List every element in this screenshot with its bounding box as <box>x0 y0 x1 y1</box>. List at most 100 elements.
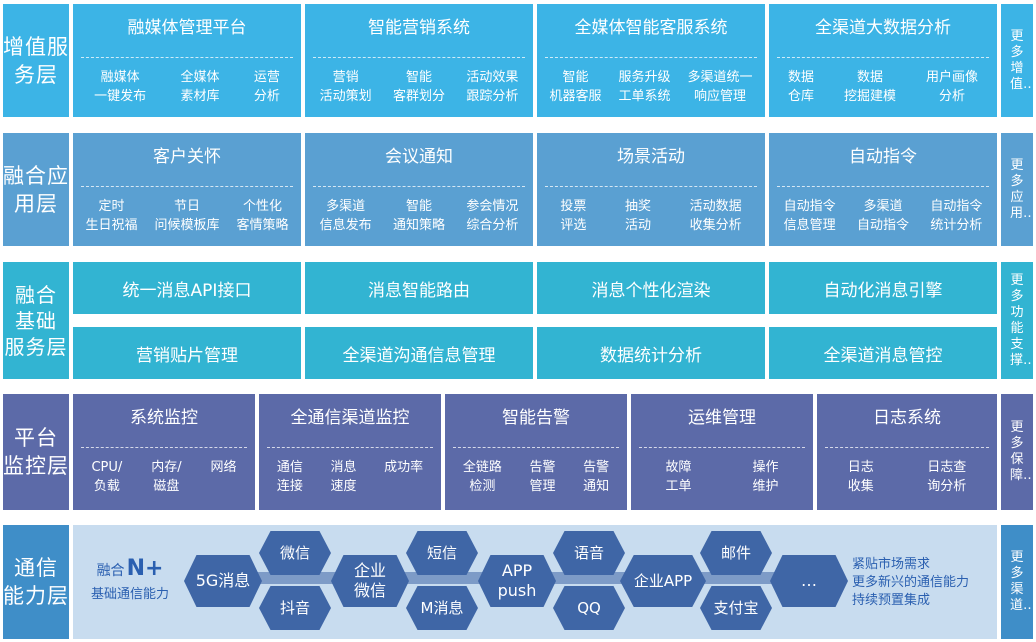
card-title: 智能告警 <box>502 407 570 428</box>
card-sub-item[interactable]: 全媒体 素材库 <box>180 70 220 104</box>
card-sub-item[interactable]: 定时 生日祝福 <box>85 199 138 233</box>
hex-voice[interactable]: 语音 <box>553 531 625 575</box>
hex-wecom[interactable]: 企业 微信 <box>331 555 409 607</box>
hex-qq[interactable]: QQ <box>553 586 625 630</box>
card-log-system[interactable]: 日志系统 日志 收集 日志查 询分析 <box>817 394 997 510</box>
hex-5g-message[interactable]: 5G消息 <box>184 555 262 607</box>
hex-m-message[interactable]: M消息 <box>406 586 478 630</box>
hex-alipay[interactable]: 支付宝 <box>700 586 772 630</box>
layer-label-fusion-app: 融合应 用层 <box>3 133 69 246</box>
card-sub-item[interactable]: 活动效果 跟踪分析 <box>466 70 519 104</box>
divider <box>545 57 757 58</box>
bar-smart-routing[interactable]: 消息智能路由 <box>305 262 533 314</box>
divider <box>825 447 989 448</box>
card-sub-item[interactable]: 运营 分析 <box>253 70 280 104</box>
card-sub-item[interactable]: 消息 速度 <box>330 460 357 494</box>
card-rongmeiti[interactable]: 融媒体管理平台 融媒体 一键发布 全媒体 素材库 运营 分析 <box>73 4 301 117</box>
comm-left-text2: 基础通信能力 <box>90 587 169 602</box>
card-sub-item[interactable]: CPU/ 负载 <box>91 460 123 494</box>
card-sub-item[interactable]: 抽奖 活动 <box>624 199 651 233</box>
layer-label-value-added: 增值服 务层 <box>3 4 69 117</box>
card-sub-item[interactable]: 通信 连接 <box>276 460 303 494</box>
card-sub-item[interactable]: 数据 仓库 <box>787 70 814 104</box>
card-sub-item[interactable]: 活动数据 收集分析 <box>689 199 742 233</box>
bar-marketing-patch[interactable]: 营销贴片管理 <box>73 327 301 379</box>
card-marketing[interactable]: 智能营销系统 营销 活动策划 智能 客群划分 活动效果 跟踪分析 <box>305 4 533 117</box>
more-value-added[interactable]: 更多增值… <box>1001 4 1033 117</box>
card-system-monitor[interactable]: 系统监控 CPU/ 负载 内存/ 磁盘 网络 <box>73 394 255 510</box>
card-sub-item[interactable]: 多渠道统一 响应管理 <box>687 70 753 104</box>
bar-omni-control[interactable]: 全渠道消息管控 <box>769 327 997 379</box>
card-title: 运维管理 <box>688 407 756 428</box>
card-sub-item[interactable]: 日志查 询分析 <box>927 460 967 494</box>
more-fusion-base[interactable]: 更多功能支撑… <box>1001 262 1033 379</box>
card-sub-item[interactable]: 智能 通知策略 <box>392 199 445 233</box>
bar-unified-api[interactable]: 统一消息API接口 <box>73 262 301 314</box>
bar-stats-analysis[interactable]: 数据统计分析 <box>537 327 765 379</box>
card-sub-item[interactable]: 告警 通知 <box>583 460 610 494</box>
card-sub-item[interactable]: 数据 挖掘建模 <box>843 70 896 104</box>
card-sub-item[interactable]: 用户画像 分析 <box>925 70 978 104</box>
hex-app-push[interactable]: APP push <box>478 555 556 607</box>
card-sub-item[interactable]: 节日 问候模板库 <box>154 199 220 233</box>
layer-label-monitor: 平台 监控层 <box>3 394 69 510</box>
card-sub-item[interactable]: 自动指令 统计分析 <box>930 199 983 233</box>
divider <box>639 447 805 448</box>
card-sub-item[interactable]: 融媒体 一键发布 <box>94 70 147 104</box>
hex-sms[interactable]: 短信 <box>406 531 478 575</box>
card-sub-item[interactable]: 告警 管理 <box>529 460 556 494</box>
card-title: 全渠道大数据分析 <box>815 17 951 38</box>
divider <box>81 447 247 448</box>
card-sub-item[interactable]: 多渠道 信息发布 <box>319 199 372 233</box>
hex-email[interactable]: 邮件 <box>700 531 772 575</box>
card-sub-item[interactable]: 网络 <box>210 460 237 475</box>
card-sub-item[interactable]: 个性化 客情策略 <box>236 199 289 233</box>
divider <box>453 447 619 448</box>
card-sub-item[interactable]: 日志 收集 <box>847 460 874 494</box>
bar-personalized-render[interactable]: 消息个性化渲染 <box>537 262 765 314</box>
card-ops-mgmt[interactable]: 运维管理 故障 工单 操作 维护 <box>631 394 813 510</box>
comm-left-caption: 融合 N+ 基础通信能力 <box>78 556 182 610</box>
card-title: 客户关怀 <box>153 146 221 167</box>
card-sub-item[interactable]: 成功率 <box>384 460 424 475</box>
card-sub-item[interactable]: 操作 维护 <box>752 460 779 494</box>
divider <box>81 186 293 187</box>
card-sub-item[interactable]: 服务升级 工单系统 <box>618 70 671 104</box>
hex-enterprise-app[interactable]: 企业APP <box>620 555 706 607</box>
card-smart-alert[interactable]: 智能告警 全链路 检测 告警 管理 告警 通知 <box>445 394 627 510</box>
card-meeting-notice[interactable]: 会议通知 多渠道 信息发布 智能 通知策略 参会情况 综合分析 <box>305 133 533 246</box>
card-sub-item[interactable]: 故障 工单 <box>665 460 692 494</box>
card-title: 全媒体智能客服系统 <box>574 17 728 38</box>
card-title: 自动指令 <box>849 146 917 167</box>
card-customer-care[interactable]: 客户关怀 定时 生日祝福 节日 问候模板库 个性化 客情策略 <box>73 133 301 246</box>
card-sub-item[interactable]: 全链路 检测 <box>462 460 502 494</box>
divider <box>313 186 525 187</box>
card-sub-item[interactable]: 智能 客群划分 <box>392 70 445 104</box>
card-sub-item[interactable]: 内存/ 磁盘 <box>151 460 182 494</box>
comm-left-text1: 融合 <box>96 563 125 579</box>
card-sub-item[interactable]: 参会情况 综合分析 <box>466 199 519 233</box>
card-title: 场景活动 <box>617 146 685 167</box>
more-fusion-app[interactable]: 更多应用… <box>1001 133 1033 246</box>
more-monitor[interactable]: 更多保障… <box>1001 394 1033 510</box>
card-big-data[interactable]: 全渠道大数据分析 数据 仓库 数据 挖掘建模 用户画像 分析 <box>769 4 997 117</box>
card-sub-item[interactable]: 营销 活动策划 <box>319 70 372 104</box>
card-auto-command[interactable]: 自动指令 自动指令 信息管理 多渠道 自动指令 自动指令 统计分析 <box>769 133 997 246</box>
comm-left-big: N+ <box>126 556 164 581</box>
divider <box>267 447 433 448</box>
hex-douyin[interactable]: 抖音 <box>259 586 331 630</box>
card-sub-item[interactable]: 自动指令 信息管理 <box>783 199 836 233</box>
card-sub-item[interactable]: 多渠道 自动指令 <box>856 199 909 233</box>
card-scene-activity[interactable]: 场景活动 投票 评选 抽奖 活动 活动数据 收集分析 <box>537 133 765 246</box>
hex-wechat[interactable]: 微信 <box>259 531 331 575</box>
bar-auto-engine[interactable]: 自动化消息引擎 <box>769 262 997 314</box>
layer-label-fusion-base: 融合 基础 服务层 <box>3 262 69 379</box>
hex-more[interactable]: … <box>770 555 848 607</box>
card-customer-service[interactable]: 全媒体智能客服系统 智能 机器客服 服务升级 工单系统 多渠道统一 响应管理 <box>537 4 765 117</box>
bar-omni-info-mgmt[interactable]: 全渠道沟通信息管理 <box>305 327 533 379</box>
card-sub-item[interactable]: 投票 评选 <box>560 199 587 233</box>
card-sub-item[interactable]: 智能 机器客服 <box>549 70 602 104</box>
card-title: 融媒体管理平台 <box>127 17 247 38</box>
card-channel-monitor[interactable]: 全通信渠道监控 通信 连接 消息 速度 成功率 <box>259 394 441 510</box>
more-comm[interactable]: 更多渠道… <box>1001 525 1033 639</box>
